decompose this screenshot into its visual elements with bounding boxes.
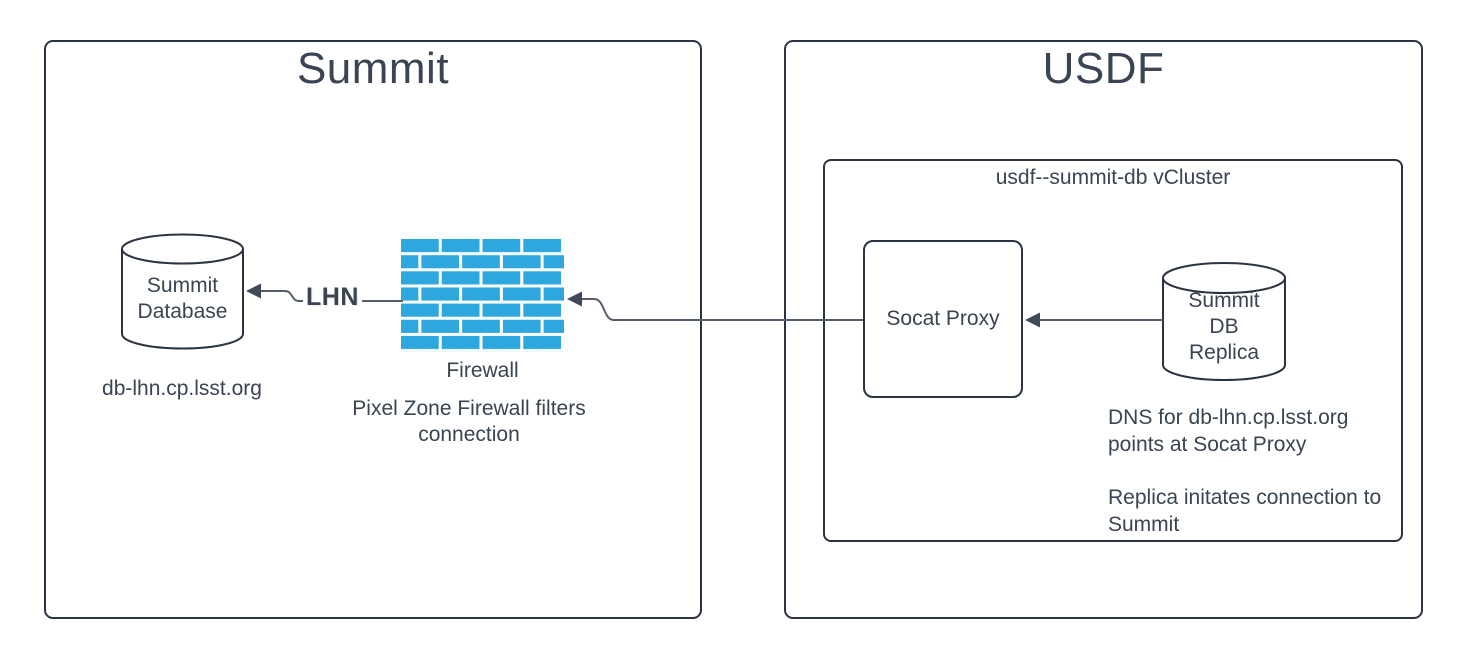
dns-note-line1: DNS for db-lhn.cp.lsst.org bbox=[1108, 406, 1349, 429]
replica-db-label-line1: Summit bbox=[1188, 289, 1260, 312]
summit-zone-box bbox=[44, 40, 702, 619]
firewall-label: Firewall bbox=[446, 359, 519, 382]
summit-database-label-line2: Database bbox=[137, 300, 228, 323]
firewall-caption-line2: connection bbox=[418, 423, 520, 446]
socat-proxy-label: Socat Proxy bbox=[886, 307, 1000, 330]
dns-note: DNS for db-lhn.cp.lsst.org points at Soc… bbox=[1108, 404, 1428, 458]
replica-note-line1: Replica initates connection to bbox=[1108, 486, 1382, 509]
replica-note-line2: Summit bbox=[1108, 513, 1180, 536]
usdf-zone-box bbox=[784, 40, 1423, 619]
summit-database-hostname: db-lhn.cp.lsst.org bbox=[102, 377, 262, 400]
replica-db-label-line2: DB bbox=[1209, 315, 1239, 338]
summit-zone-title: Summit bbox=[296, 44, 450, 93]
lhn-edge-label: LHN bbox=[303, 283, 362, 312]
dns-note-line2: points at Socat Proxy bbox=[1108, 433, 1307, 456]
replica-db-label: Summit DB Replica bbox=[1163, 288, 1285, 366]
vcluster-box bbox=[823, 159, 1403, 542]
replica-db-label-line3: Replica bbox=[1188, 341, 1260, 364]
summit-database-label: Summit Database bbox=[122, 273, 243, 325]
usdf-zone-title: USDF bbox=[1042, 44, 1165, 93]
firewall-caption-line1: Pixel Zone Firewall filters bbox=[352, 397, 586, 420]
summit-database-label-line1: Summit bbox=[146, 274, 219, 297]
vcluster-label: usdf--summit-db vCluster bbox=[995, 166, 1231, 189]
firewall-caption: Pixel Zone Firewall filters connection bbox=[324, 396, 614, 448]
replica-note: Replica initates connection to Summit bbox=[1108, 484, 1428, 538]
socat-proxy-box bbox=[863, 240, 1023, 398]
